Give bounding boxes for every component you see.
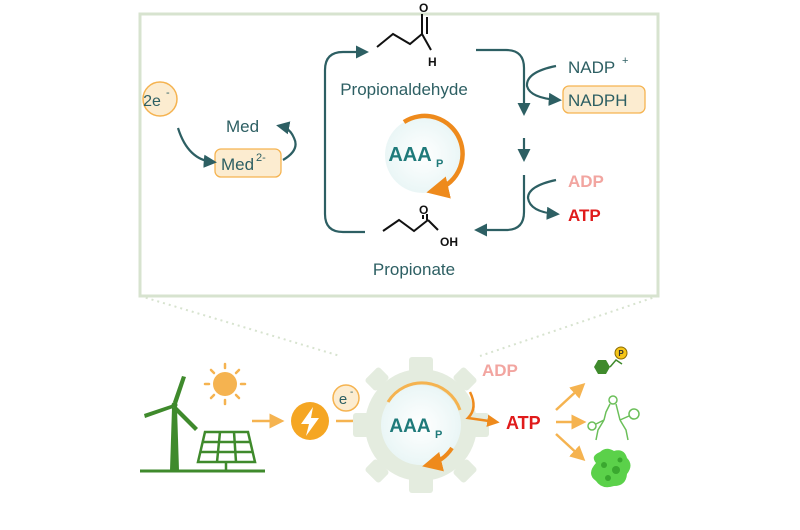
zoom-line-left xyxy=(139,295,341,357)
aldehyde-hydrogen-atom: H xyxy=(428,55,437,69)
zoom-line-right xyxy=(479,295,659,357)
enzyme-top-subscript: P xyxy=(436,158,443,170)
nadph-label: NADPH xyxy=(568,91,628,110)
enzyme-bottom-label: AAA xyxy=(389,416,430,437)
enzyme-top-cycle-arrow xyxy=(402,113,465,199)
top-panel: 2e - Med Med 2- xyxy=(138,1,660,357)
loop-bottom-to-left xyxy=(323,200,365,234)
propionate-label: Propionate xyxy=(373,260,455,279)
bottom-panel: e - AAA P ADP ATP xyxy=(140,346,640,493)
enzyme-top: AAA P xyxy=(385,113,465,199)
electron-badge xyxy=(332,384,360,412)
phosphate-label: P xyxy=(618,349,624,358)
atp-flow-arrow xyxy=(465,391,500,427)
nadph-box xyxy=(562,85,646,114)
propionate-structure: O OH xyxy=(382,203,458,249)
mediator-reduction-arrow xyxy=(176,127,217,168)
lightning-icon xyxy=(291,402,329,440)
sun-icon xyxy=(203,362,247,406)
gear-icon: AAA P xyxy=(353,357,489,493)
enzyme-bottom-cycle-arrow xyxy=(386,381,462,411)
propionate-oxygen-atom: O xyxy=(419,203,428,217)
loop-right-to-bottom-arrow xyxy=(474,175,526,237)
nadp-plus-label: NADP xyxy=(568,58,615,77)
output-arrow-up xyxy=(555,382,586,411)
electron-label: e xyxy=(339,391,347,408)
main-cycle xyxy=(323,45,562,237)
atp-bottom-label: ATP xyxy=(506,413,541,433)
enzyme-top-circle xyxy=(385,117,461,193)
mediator-cycle: 2e - Med Med 2- xyxy=(142,81,297,178)
atp-top-label: ATP xyxy=(568,206,601,225)
propionaldehyde-label: Propionaldehyde xyxy=(340,80,468,99)
two-electron-sup: - xyxy=(166,87,170,99)
nadp-reduction-arrow xyxy=(525,64,562,106)
adp-bottom-label: ADP xyxy=(482,361,518,380)
phosphorylated-molecule-icon: P xyxy=(594,346,628,374)
wind-turbine-icon xyxy=(144,376,198,470)
enzyme-bottom-subscript: P xyxy=(435,429,442,441)
aldehyde-oxygen-atom: O xyxy=(419,1,428,15)
output-arrow-down xyxy=(555,433,586,462)
loop-top-to-right xyxy=(476,48,531,116)
loop-left-to-top-arrow xyxy=(323,45,369,200)
nadp-plus-sup: + xyxy=(622,55,628,67)
protein-icon xyxy=(591,448,631,488)
adp-top-label: ADP xyxy=(568,172,604,191)
rna-structure-icon xyxy=(587,395,640,441)
propionaldehyde-structure: O H xyxy=(376,1,437,69)
propionate-hydroxyl-group: OH xyxy=(440,235,458,249)
two-electron-badge xyxy=(142,81,178,117)
solar-panel-icon xyxy=(196,430,257,470)
atp-formation-arrow xyxy=(526,178,560,220)
med-reduced-label: Med xyxy=(221,155,254,174)
enzyme-top-label: AAA xyxy=(388,144,431,166)
med-label: Med xyxy=(226,117,259,136)
med-reduced-sup: 2- xyxy=(256,152,266,164)
mediator-oxidation-arrow xyxy=(276,121,297,161)
electron-sup: - xyxy=(350,387,353,398)
two-electron-label: 2e xyxy=(143,93,161,110)
